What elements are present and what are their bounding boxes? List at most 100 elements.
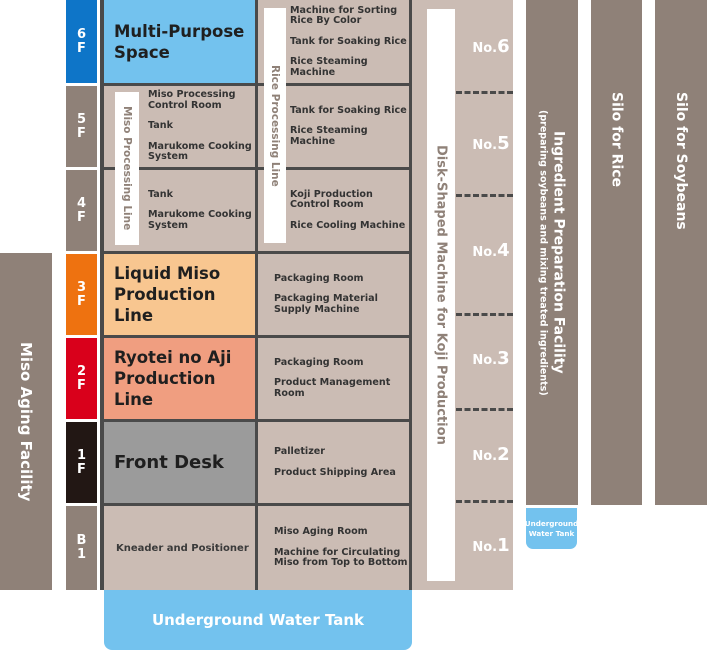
- cell-1f-front-desk: Front Desk: [104, 422, 255, 503]
- koji-level-1: No.1: [456, 535, 526, 556]
- tank-for-soaking-rice-5f: Tank for Soaking Rice: [290, 104, 407, 116]
- rice-line-5f-items: Tank for Soaking Rice Rice Steaming Mach…: [278, 86, 409, 167]
- cell-6f-multi-purpose-space: Multi-Purpose Space: [104, 0, 255, 83]
- packaging-room-3f: Packaging Room: [274, 272, 364, 284]
- koji-production-control-room: Koji Production Control Room: [290, 188, 373, 211]
- rice-cooling-machine: Rice Cooling Machine: [290, 219, 406, 231]
- koji-level-6: No.6: [456, 36, 526, 57]
- rice-line-4f-items: Koji Production Control Room Rice Coolin…: [278, 170, 409, 251]
- palletizer: Palletizer: [274, 446, 326, 457]
- cell-3f-rooms: Packaging Room Packaging Material Supply…: [258, 254, 409, 335]
- tank-4f: Tank: [148, 188, 173, 200]
- marukome-cooking-system-4f: Marukome Cooking System: [148, 209, 252, 231]
- koji-machine-bar: Disk-Shaped Machine for Koji Production: [427, 9, 455, 581]
- silo-for-rice-label: Silo for Rice: [608, 92, 625, 188]
- koji-divider-2: [456, 194, 513, 197]
- cell-2f-ryotei-no-aji: Ryotei no Aji Production Line: [104, 338, 255, 419]
- machine-for-sorting-rice: Machine for Sorting Rice By Color: [290, 4, 398, 27]
- floor-badge-6f-suffix: F: [77, 40, 86, 56]
- koji-divider-1: [456, 91, 513, 94]
- cell-2f-rooms: Packaging Room Product Management Room: [258, 338, 409, 419]
- koji-level-2-prefix: No.: [472, 449, 498, 464]
- floor-badge-5f-suffix: F: [77, 125, 86, 141]
- koji-level-6-number: 6: [497, 36, 510, 57]
- rice-processing-line-bar: Rice Processing Line: [264, 8, 286, 243]
- koji-level-1-prefix: No.: [472, 540, 498, 555]
- rice-steaming-machine-6f: Rice Steaming Machine: [290, 56, 368, 78]
- koji-level-2-number: 2: [497, 444, 510, 465]
- machine-for-circulating-miso: Machine for Circulating Miso from Top to…: [274, 546, 408, 569]
- cell-b1-rooms: Miso Aging Room Machine for Circulating …: [258, 506, 409, 590]
- floor-badge-4f-number: 4: [76, 195, 87, 211]
- koji-level-1-number: 1: [497, 535, 510, 556]
- floor-badge-1f-number: 1: [76, 447, 87, 463]
- floor-badge-2f-suffix: F: [77, 377, 86, 393]
- cell-b1-kneader: Kneader and Positioner: [104, 506, 255, 590]
- cell-3f-liquid-miso: Liquid Miso Production Line: [104, 254, 255, 335]
- koji-machine-label: Disk-Shaped Machine for Koji Production: [433, 145, 449, 445]
- floor-badge-5f-number: 5: [76, 111, 87, 127]
- small-underground-water-tank: Underground Water Tank: [524, 508, 579, 549]
- miso-line-4f-items: Tank Marukome Cooking System: [136, 170, 255, 251]
- rice-line-6f-items: Machine for Sorting Rice By Color Tank f…: [278, 4, 409, 80]
- packaging-material-supply-machine: Packaging Material Supply Machine: [274, 293, 378, 315]
- packaging-room-2f: Packaging Room: [274, 356, 364, 368]
- underground-water-tank: Underground Water Tank: [104, 590, 412, 650]
- koji-level-4-prefix: No.: [472, 245, 498, 260]
- ingredient-facility-title: Ingredient Preparation Facility: [550, 131, 567, 374]
- koji-level-4-number: 4: [497, 240, 510, 261]
- small-tank-line2: Water Tank: [528, 528, 575, 538]
- product-shipping-area: Product Shipping Area: [274, 466, 396, 478]
- floor-badge-b1-letter: B: [76, 533, 87, 548]
- miso-processing-line-bar: Miso Processing Line: [115, 92, 139, 245]
- multi-purpose-space-label: Multi-Purpose Space: [114, 21, 245, 62]
- rice-steaming-machine-5f: Rice Steaming Machine: [290, 125, 368, 147]
- liquid-miso-label: Liquid Miso Production Line: [114, 264, 221, 325]
- silo-for-rice: Silo for Rice: [591, 0, 642, 505]
- silo-for-soybeans: Silo for Soybeans: [655, 0, 707, 505]
- ingredient-facility-subtitle: (preparing soybeans and mixing treated i…: [537, 109, 549, 396]
- koji-level-3-prefix: No.: [472, 353, 498, 368]
- koji-level-3-number: 3: [497, 348, 510, 369]
- koji-level-5-number: 5: [497, 133, 510, 154]
- tank-5f: Tank: [148, 120, 173, 132]
- floor-badge-4f-suffix: F: [77, 209, 86, 225]
- floor-badge-3f-number: 3: [76, 279, 87, 295]
- floor-badge-b1-number: 1: [76, 547, 87, 562]
- miso-aging-room: Miso Aging Room: [274, 526, 368, 538]
- koji-divider-5: [456, 500, 513, 503]
- rice-processing-line-label: Rice Processing Line: [269, 64, 281, 187]
- koji-level-4: No.4: [456, 240, 526, 261]
- miso-processing-control-room: Miso Processing Control Room: [148, 89, 236, 111]
- koji-level-6-prefix: No.: [472, 41, 498, 56]
- koji-level-3: No.3: [456, 348, 526, 369]
- underground-water-tank-label: Underground Water Tank: [151, 611, 365, 629]
- koji-divider-4: [456, 408, 513, 411]
- koji-divider-3: [456, 313, 513, 316]
- koji-level-5-prefix: No.: [472, 138, 498, 153]
- front-desk-label: Front Desk: [114, 452, 224, 473]
- product-management-room: Product Management Room: [274, 377, 391, 399]
- marukome-cooking-system-5f: Marukome Cooking System: [148, 140, 252, 163]
- miso-line-5f-items: Miso Processing Control Room Tank Maruko…: [136, 86, 255, 167]
- floor-badge-1f-suffix: F: [77, 461, 86, 477]
- small-tank-line1: Underground: [524, 518, 579, 528]
- koji-level-2: No.2: [456, 444, 526, 465]
- floor-badge-3f-suffix: F: [77, 293, 86, 309]
- tank-for-soaking-rice-6f: Tank for Soaking Rice: [290, 35, 407, 47]
- ingredient-preparation-facility: Ingredient Preparation Facility (prepari…: [526, 0, 578, 505]
- silo-for-soybeans-label: Silo for Soybeans: [673, 92, 689, 230]
- miso-aging-facility-label: Miso Aging Facility: [17, 341, 35, 502]
- miso-processing-line-label: Miso Processing Line: [121, 106, 133, 231]
- koji-level-5: No.5: [456, 133, 526, 154]
- kneader-label: Kneader and Positioner: [116, 542, 249, 554]
- cell-1f-rooms: Palletizer Product Shipping Area: [258, 422, 409, 503]
- ryotei-no-aji-label: Ryotei no Aji Production Line: [114, 348, 232, 409]
